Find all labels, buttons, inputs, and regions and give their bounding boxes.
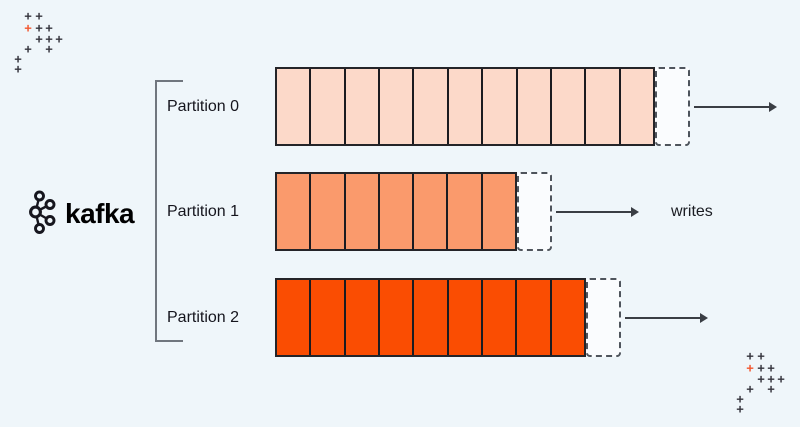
plus-icon: + [736, 391, 744, 407]
plus-icon: + [757, 371, 765, 387]
message-slot [414, 69, 449, 144]
plus-icon: + [736, 401, 744, 417]
next-slot-dashed-box [586, 278, 621, 357]
plus-icon: + [24, 20, 32, 36]
message-slot [552, 280, 584, 355]
partition-label: Partition 1 [167, 202, 240, 220]
message-slot [277, 69, 312, 144]
next-slot-dashed-box [517, 172, 552, 251]
plus-icon: + [757, 360, 765, 376]
message-slot [346, 174, 380, 249]
partition-label: Partition 0 [167, 97, 240, 115]
message-slot [621, 69, 653, 144]
message-slot [517, 280, 552, 355]
partition-label: Partition 2 [167, 308, 240, 326]
message-slot [277, 174, 312, 249]
message-slot [449, 280, 483, 355]
message-slot [448, 174, 483, 249]
next-slot-dashed-box [655, 67, 690, 146]
message-slot [414, 174, 449, 249]
plus-icon: + [746, 381, 754, 397]
message-slot [552, 69, 587, 144]
partition-bar [275, 172, 517, 251]
partition-bar [275, 278, 586, 357]
plus-icon: + [767, 371, 775, 387]
plus-icon: + [35, 31, 43, 47]
message-slot [380, 280, 415, 355]
message-slot [380, 69, 415, 144]
writes-label: writes [671, 203, 713, 220]
message-slot [483, 280, 518, 355]
plus-icon: + [14, 61, 22, 77]
write-arrow-icon [625, 312, 708, 323]
message-slot [311, 69, 346, 144]
message-slot [277, 280, 312, 355]
plus-icon: + [767, 381, 775, 397]
message-slot [346, 280, 380, 355]
message-slot [346, 69, 381, 144]
partition-bar [275, 67, 655, 146]
plus-icon: + [24, 8, 32, 24]
plus-icon: + [35, 8, 43, 24]
plus-icon: + [746, 348, 754, 364]
plus-icon: + [55, 31, 63, 47]
plus-icon: + [45, 20, 53, 36]
partition-group-bracket [155, 80, 183, 342]
plus-icon: + [24, 41, 32, 57]
plus-icon: + [757, 348, 765, 364]
plus-icon: + [767, 360, 775, 376]
message-slot [414, 280, 449, 355]
plus-icon: + [746, 360, 754, 376]
message-slot [311, 174, 346, 249]
write-arrow-icon [694, 101, 777, 112]
plus-icon: + [14, 51, 22, 67]
message-slot [380, 174, 415, 249]
message-slot [586, 69, 621, 144]
write-arrow-icon [556, 206, 639, 217]
plus-icon: + [45, 41, 53, 57]
plus-icon: + [35, 20, 43, 36]
kafka-logo-icon [29, 190, 56, 234]
message-slot [311, 280, 346, 355]
plus-icon: + [45, 31, 53, 47]
message-slot [483, 69, 518, 144]
kafka-logo-text: kafka [65, 198, 135, 229]
kafka-logo: kafka [28, 188, 135, 240]
message-slot [483, 174, 515, 249]
message-slot [449, 69, 484, 144]
plus-icon: + [777, 371, 785, 387]
message-slot [518, 69, 552, 144]
